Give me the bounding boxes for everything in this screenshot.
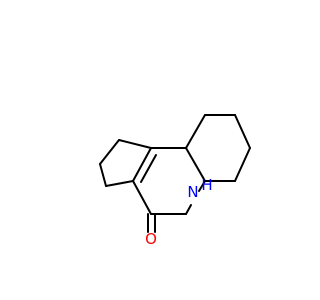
bond-cyclopentane-1 <box>118 139 152 149</box>
bond-cyclopentane-4 <box>105 180 134 187</box>
bond-cyclohexane-1 <box>185 147 206 182</box>
bond-c5-n <box>185 204 192 215</box>
oxygen-atom-label: O <box>145 230 157 248</box>
nitrogen-atom-label: N <box>187 183 198 201</box>
bond-cyclohexane-6 <box>185 114 206 149</box>
bond-cyclopentane-3 <box>99 163 107 187</box>
bond-cyclohexane-4 <box>234 114 251 149</box>
bond-cyclopentane-2 <box>99 139 120 165</box>
bond-double-c9a-c4-inner <box>140 154 157 183</box>
bond-cyclohexane-3 <box>234 147 251 182</box>
bond-double-c9a-c4 <box>132 147 152 182</box>
bond-n-c6 <box>198 180 206 192</box>
hydrogen-atom-label: H <box>201 176 212 194</box>
bond-c4-c4a <box>132 180 152 215</box>
molecule-structure-diagram: N H O <box>99 114 251 248</box>
